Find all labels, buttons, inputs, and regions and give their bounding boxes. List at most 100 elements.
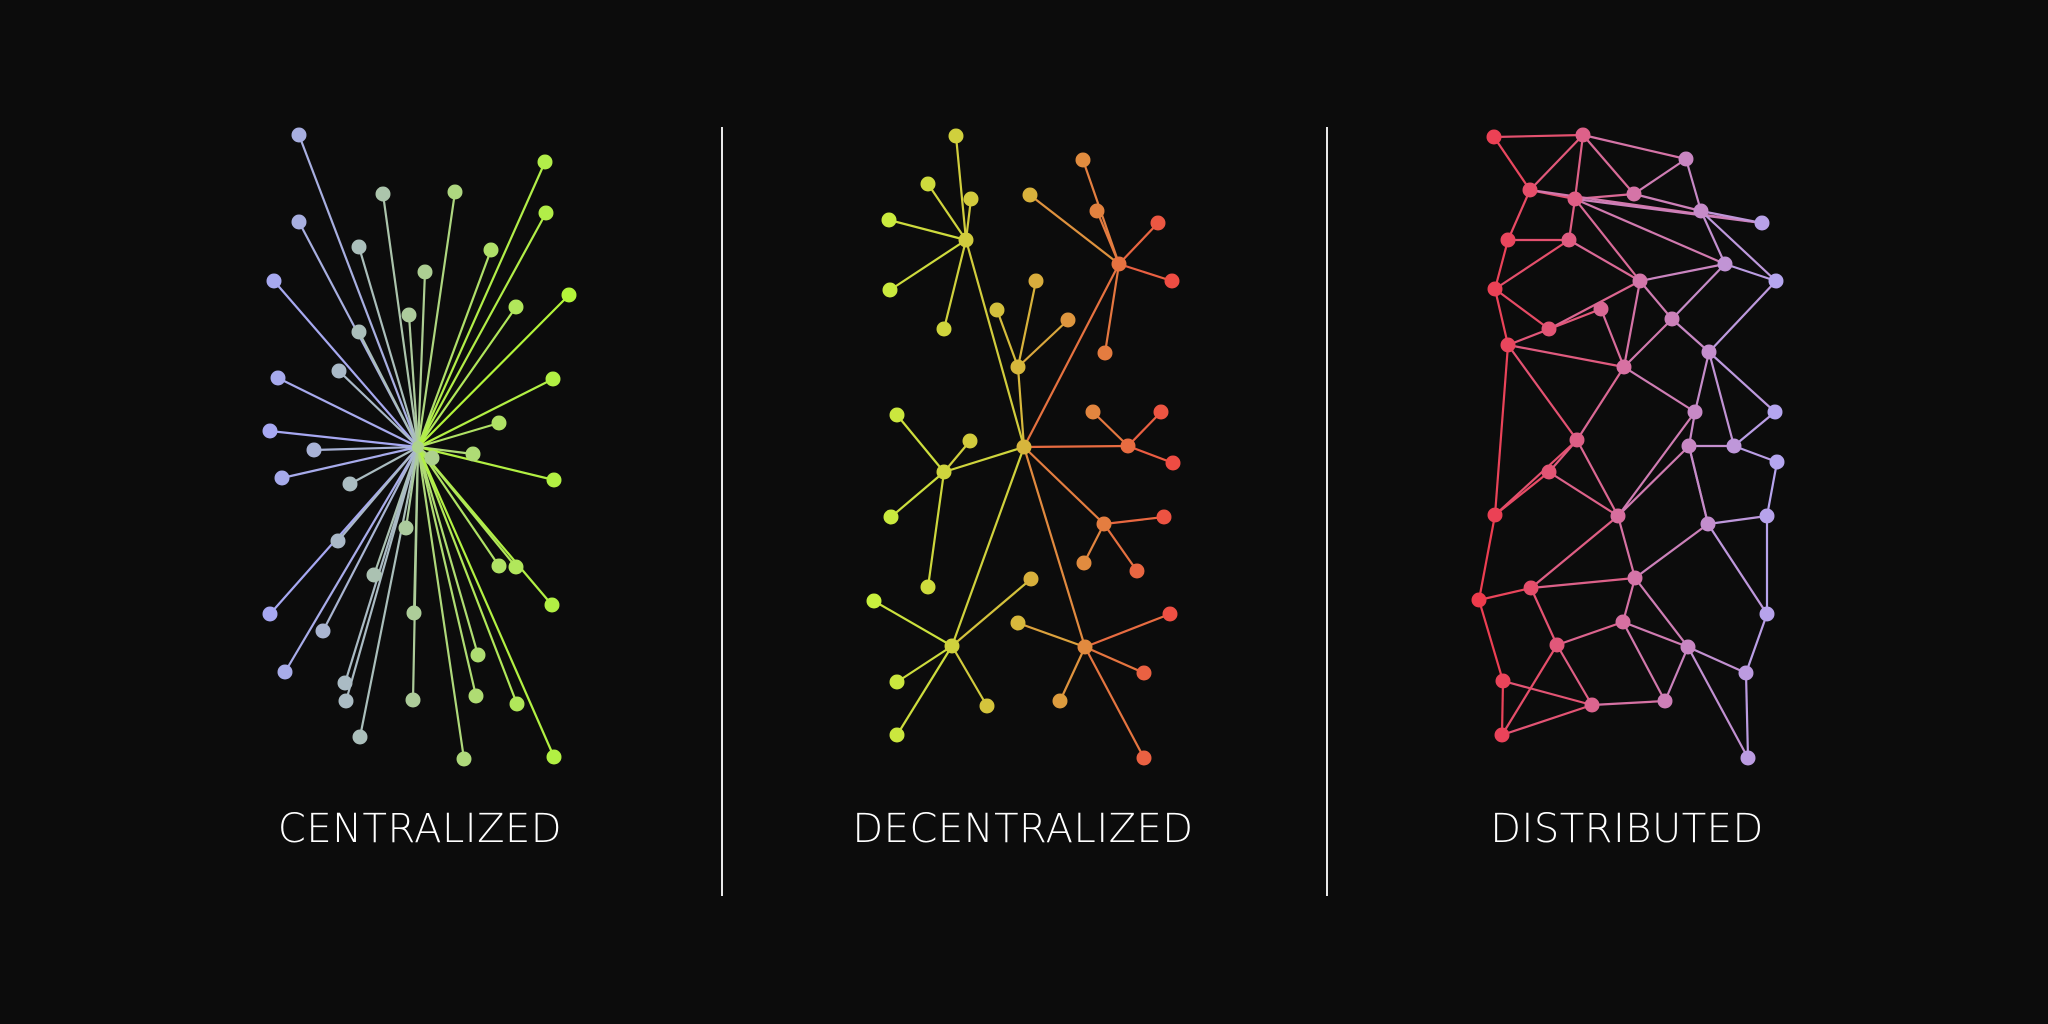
centralized-link (273, 280, 419, 448)
decentralized-node (889, 674, 905, 690)
decentralized-leaf-link (888, 218, 967, 242)
centralized-node (330, 533, 346, 549)
distributed-link (1493, 344, 1510, 516)
centralized-node (352, 729, 368, 745)
centralized-link (269, 429, 419, 449)
decentralized-node (1023, 571, 1039, 587)
distributed-link (1506, 189, 1532, 241)
distributed-link (1599, 308, 1626, 368)
decentralized-node (1028, 273, 1044, 289)
decentralized-hub-node (936, 464, 952, 480)
distributed-link (1744, 613, 1769, 674)
decentralized-node (920, 579, 936, 595)
centralized-node (306, 442, 322, 458)
centralized-link (417, 294, 570, 448)
centralized-link (407, 314, 420, 448)
distributed-link (1507, 344, 1578, 441)
distributed-node (1549, 637, 1565, 653)
decentralized-trunk-link (1023, 263, 1120, 448)
decentralized-node (882, 282, 898, 298)
distributed-link (1707, 514, 1768, 526)
distributed-link (1529, 134, 1584, 191)
distributed-link (1634, 577, 1689, 648)
decentralized-leaf-link (1103, 515, 1165, 526)
decentralized-node (920, 176, 936, 192)
centralized-node (406, 605, 422, 621)
centralized-node (262, 606, 278, 622)
centralized-link (417, 446, 517, 568)
decentralized-leaf-link (890, 471, 945, 518)
distributed-link (1530, 515, 1619, 589)
centralized-node (337, 675, 353, 691)
decentralized-leaf-link (942, 239, 968, 330)
decentralized-leaf-link (1029, 194, 1120, 265)
centralized-node (291, 127, 307, 143)
distributed-link (1687, 445, 1710, 525)
decentralized-trunk-link (1022, 446, 1087, 648)
centralized-node (291, 214, 307, 230)
distributed-link (1622, 621, 1666, 702)
decentralized-node (881, 212, 897, 228)
distributed-node (1664, 311, 1680, 327)
divider-left (721, 127, 723, 896)
distributed-link (1671, 318, 1710, 353)
divider-right (1326, 127, 1328, 896)
decentralized-hub-node (1077, 639, 1093, 655)
centralized-link (416, 446, 478, 697)
centralized-node (315, 623, 331, 639)
centralized-node (509, 696, 525, 712)
distributed-link (1576, 439, 1619, 517)
decentralized-node (1089, 203, 1105, 219)
centralized-node (270, 370, 286, 386)
distributed-node (1500, 232, 1516, 248)
decentralized-node (1156, 509, 1172, 525)
centralized-link (417, 306, 517, 448)
decentralized-leaf-link (896, 414, 945, 473)
decentralized-node (1150, 215, 1166, 231)
distributed-link (1494, 471, 1550, 516)
distributed-node (1616, 359, 1632, 375)
distributed-node (1487, 507, 1503, 523)
centralized-link (416, 446, 556, 758)
distributed-link (1556, 620, 1624, 647)
distributed-link (1621, 577, 1637, 623)
decentralized-leaf-link (995, 309, 1020, 368)
distributed-node (1678, 151, 1694, 167)
distributed-node (1754, 215, 1770, 231)
decentralized-leaf-link (1084, 612, 1171, 649)
decentralized-leaf-link (1127, 444, 1174, 465)
decentralized-node (962, 433, 978, 449)
decentralized-trunk-link (964, 239, 1026, 448)
centralized-link (416, 446, 466, 760)
decentralized-core-node (1016, 439, 1032, 455)
decentralized-trunk-link (1023, 446, 1105, 525)
distributed-node (1769, 454, 1785, 470)
distributed-link (1724, 262, 1777, 283)
distributed-node (1593, 301, 1609, 317)
decentralized-leaf-link (1059, 646, 1086, 702)
distributed-link (1623, 366, 1696, 413)
centralized-link (357, 246, 420, 448)
distributed-link (1530, 576, 1636, 590)
decentralized-leaf-link (927, 183, 967, 241)
decentralized-node (1097, 345, 1113, 361)
centralized-link (281, 445, 419, 480)
distributed-node (1681, 438, 1697, 454)
centralized-node (338, 693, 354, 709)
distributed-node (1717, 256, 1733, 272)
centralized-node (545, 371, 561, 387)
distributed-node (1495, 673, 1511, 689)
decentralized-leaf-link (1127, 411, 1162, 447)
distributed-node (1494, 727, 1510, 743)
centralized-node (274, 470, 290, 486)
centralized-node (401, 307, 417, 323)
decentralized-leaf-link (1095, 210, 1121, 265)
distributed-node (1759, 606, 1775, 622)
distributed-node (1486, 129, 1502, 145)
distributed-link (1568, 239, 1641, 282)
distributed-node (1584, 697, 1600, 713)
decentralized-leaf-link (896, 645, 953, 736)
distributed-node (1523, 580, 1539, 596)
distributed-link (1494, 239, 1570, 290)
